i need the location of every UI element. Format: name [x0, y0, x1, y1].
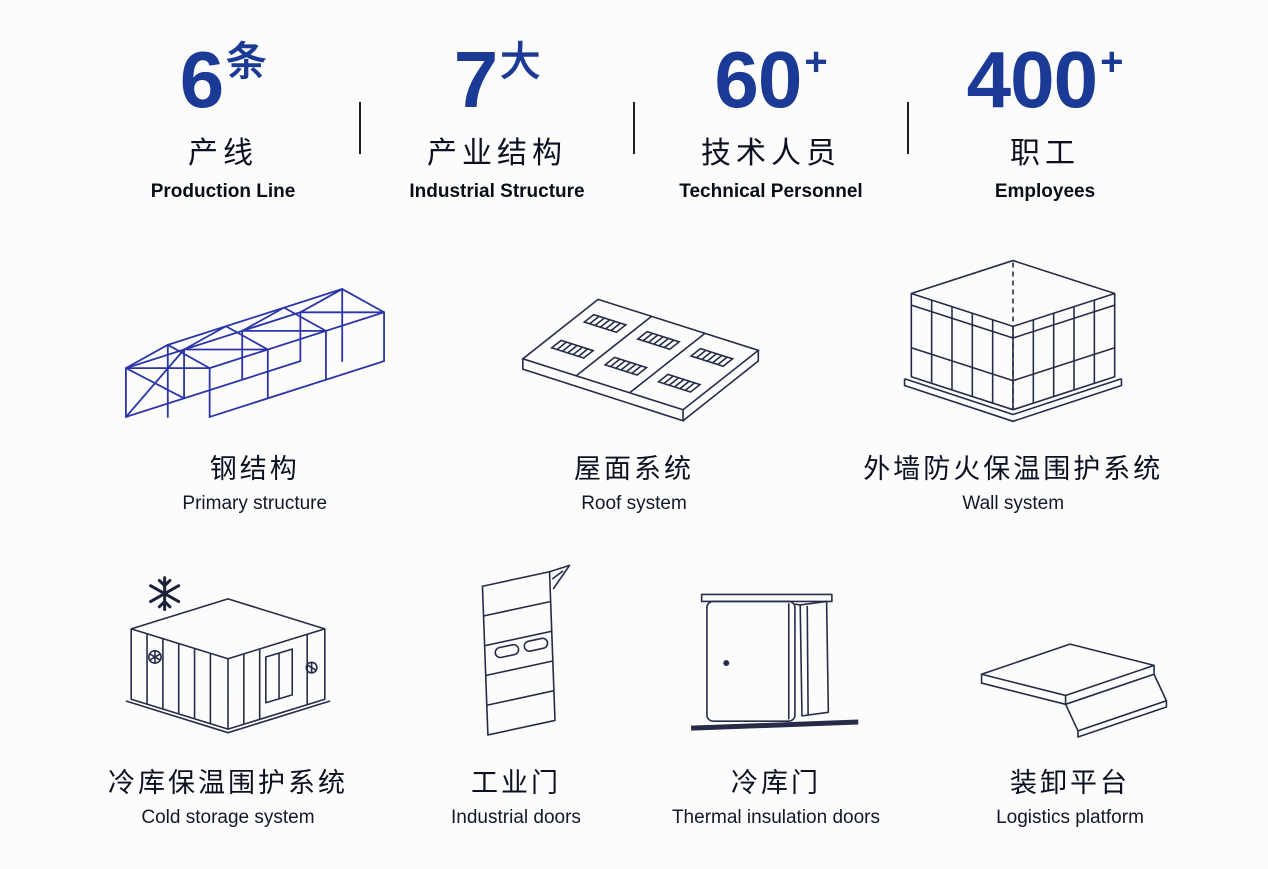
product-label-cn: 屋面系统 — [574, 454, 694, 484]
product-label-en: Primary structure — [182, 493, 328, 514]
stat-divider — [633, 102, 635, 154]
stat-number: 60+ — [635, 40, 907, 120]
product-label-en: Industrial doors — [451, 807, 581, 828]
product-label-en: Cold storage system — [141, 807, 315, 828]
industrial-door-icon — [448, 545, 584, 745]
product-label-en: Thermal insulation doors — [671, 807, 880, 828]
stat-divider — [907, 102, 909, 154]
stat-number: 400+ — [909, 40, 1181, 120]
stat-unit: + — [1100, 40, 1124, 84]
loading-platform-icon — [968, 545, 1172, 745]
wall-system-icon — [887, 225, 1139, 431]
snowflake-glyph — [151, 578, 179, 610]
stat-label-cn: 产业结构 — [427, 137, 567, 170]
stat-technical-personnel: 60+ 技术人员 Technical Personnel — [635, 40, 907, 203]
stat-number: 7大 — [361, 40, 633, 120]
products-row-1: 钢结构 Primary structure — [0, 225, 1268, 515]
stat-employees: 400+ 职工 Employees — [909, 40, 1181, 203]
stat-value: 7 — [453, 35, 498, 124]
stats-row: 6条 产线 Production Line 7大 产业结构 Industrial… — [0, 0, 1268, 203]
stat-label-cn: 产线 — [188, 137, 258, 170]
product-thermal-door: 冷库门 Thermal insulation doors — [672, 545, 880, 829]
product-label-cn: 工业门 — [470, 768, 561, 798]
steel-structure-icon — [105, 225, 405, 431]
product-label-en: Roof system — [581, 493, 687, 514]
stat-value: 60 — [714, 35, 802, 124]
product-label-cn: 钢结构 — [209, 454, 300, 484]
stat-label-en: Employees — [994, 181, 1096, 202]
stat-label-en: Technical Personnel — [679, 181, 863, 202]
stat-industrial-structure: 7大 产业结构 Industrial Structure — [361, 40, 633, 203]
stat-value: 6 — [179, 35, 224, 124]
product-steel-structure: 钢结构 Primary structure — [105, 225, 405, 515]
product-wall-system: 外墙防火保温围护系统 Wall system — [863, 225, 1163, 515]
stat-label-cn: 职工 — [1010, 137, 1080, 170]
product-cold-storage: 冷库保温围护系统 Cold storage system — [96, 545, 360, 829]
stat-label-en: Industrial Structure — [409, 181, 585, 202]
product-label-cn: 装卸平台 — [1009, 768, 1130, 798]
stat-value: 400 — [966, 35, 1098, 124]
stat-number: 6条 — [87, 40, 359, 120]
roof-system-icon — [502, 225, 767, 431]
product-roof-system: 屋面系统 Roof system — [502, 225, 767, 515]
product-label-cn: 外墙防火保温围护系统 — [863, 454, 1164, 484]
stat-unit: + — [804, 40, 828, 84]
product-label-en: Wall system — [962, 493, 1065, 514]
stat-divider — [359, 102, 361, 154]
products-row-2: 冷库保温围护系统 Cold storage system — [0, 545, 1268, 829]
product-loading-platform: 装卸平台 Logistics platform — [968, 545, 1172, 829]
cold-storage-icon — [96, 545, 360, 745]
stat-production-line: 6条 产线 Production Line — [87, 40, 359, 203]
stat-label-en: Production Line — [150, 181, 296, 202]
stat-label-cn: 技术人员 — [701, 137, 841, 170]
thermal-door-icon — [677, 545, 875, 745]
product-label-cn: 冷库门 — [730, 768, 821, 798]
stat-unit: 大 — [500, 40, 541, 84]
product-label-en: Logistics platform — [996, 807, 1144, 828]
product-label-cn: 冷库保温围护系统 — [107, 768, 348, 798]
stat-unit: 条 — [226, 40, 267, 84]
product-industrial-door: 工业门 Industrial doors — [448, 545, 584, 829]
